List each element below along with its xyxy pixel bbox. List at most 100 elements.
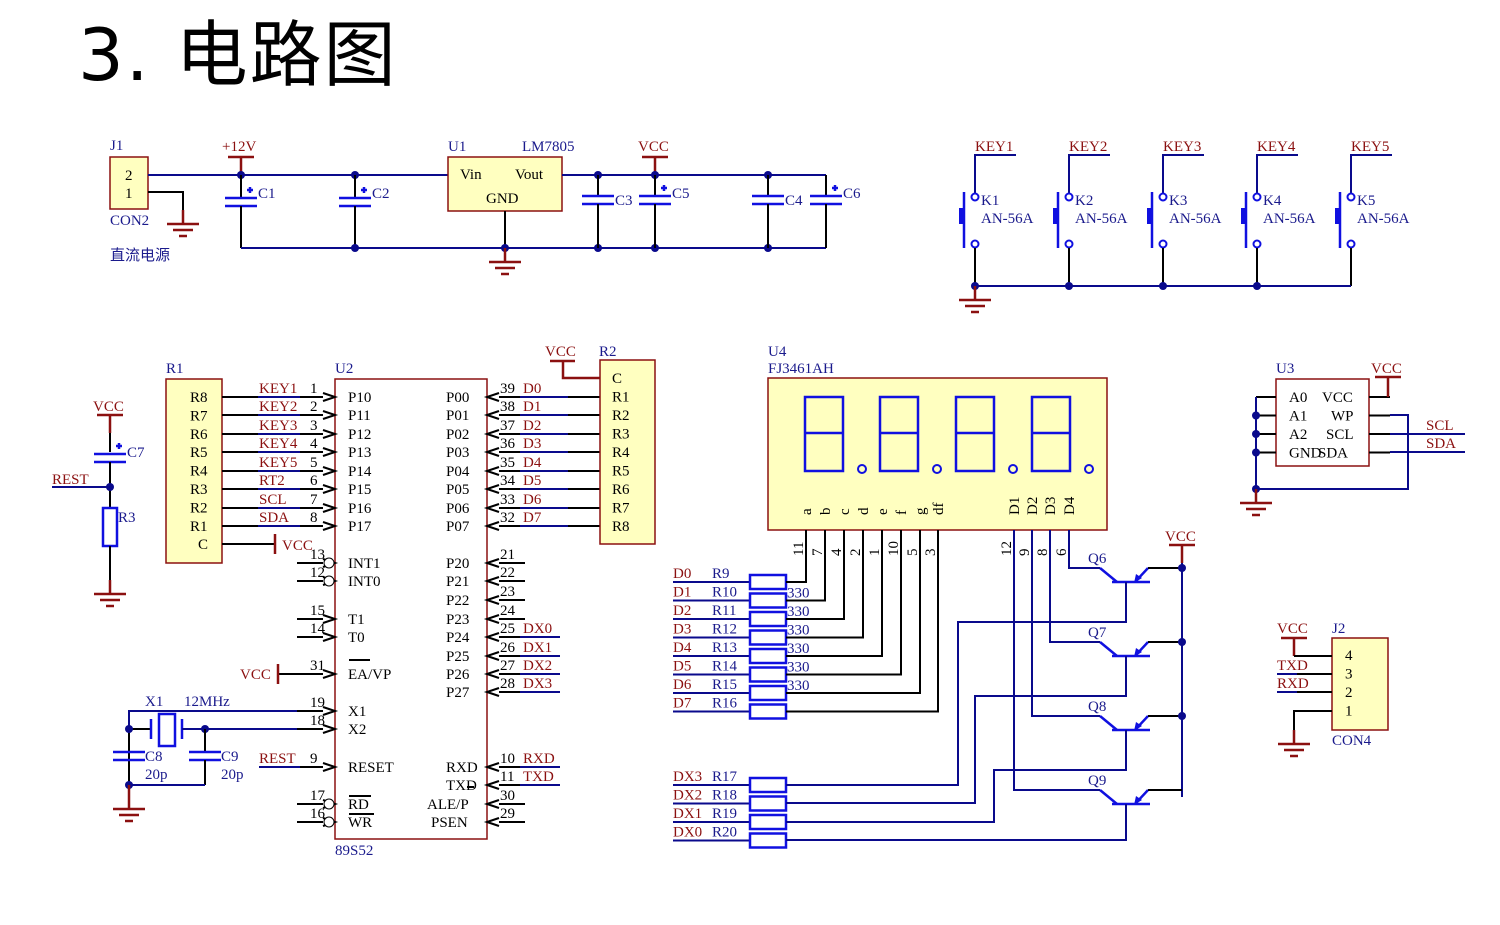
digit-pin-number: 9 — [1017, 549, 1033, 557]
switch-contact — [1252, 192, 1262, 202]
pin-arrow — [322, 429, 339, 439]
rail-12v-label: +12V — [222, 139, 256, 155]
pin-number: 25 — [500, 621, 515, 637]
pin-number: 11 — [500, 769, 514, 785]
resistor-icon — [748, 795, 788, 812]
ground-icon — [957, 284, 993, 314]
wire — [128, 710, 297, 729]
pin-number: 30 — [500, 788, 515, 804]
net-label: D5 — [523, 473, 541, 489]
pin-name: P23 — [446, 612, 469, 628]
wire — [1293, 710, 1332, 730]
r2-pin-R1: R1 — [612, 390, 630, 406]
pin-name: P12 — [348, 427, 371, 443]
j1-gnd-wire — [148, 191, 184, 210]
resistor-icon — [748, 832, 788, 849]
key-wire — [1350, 154, 1392, 193]
pin-number: 36 — [500, 436, 516, 452]
pin-name: P21 — [446, 574, 469, 590]
u3-pin-VCC: VCC — [1322, 390, 1353, 406]
pin-arrow — [483, 687, 500, 697]
pin-arrow — [483, 632, 500, 642]
net-label: D4 — [673, 640, 692, 656]
segment-wire — [786, 530, 845, 620]
net-label: D3 — [523, 436, 541, 452]
pin-number: 26 — [500, 640, 516, 656]
cap-C3-label: C3 — [615, 193, 633, 209]
pin-arrow — [483, 762, 500, 772]
net-label: DX2 — [523, 658, 552, 674]
r3-resistor-icon — [101, 506, 119, 548]
pin-name: P25 — [446, 649, 469, 665]
resistor-icon — [748, 647, 788, 665]
net-label: D6 — [523, 492, 542, 508]
net-label: D0 — [673, 566, 691, 582]
key-net-label: KEY4 — [1257, 139, 1296, 155]
pin-number: 37 — [500, 418, 516, 434]
segment-wire — [786, 530, 807, 583]
j2-pin-3: 3 — [1345, 667, 1353, 683]
pin-arrow — [483, 410, 500, 420]
junction-dot — [1178, 638, 1186, 646]
pin-name: INT1 — [348, 556, 381, 572]
pin-arrow — [322, 466, 339, 476]
pin-name: P07 — [446, 519, 470, 535]
u1-part: LM7805 — [522, 139, 575, 155]
collector-wire — [1049, 530, 1100, 643]
segment-label: b — [818, 508, 834, 516]
mcu-u2: U289S52P101KEY1P112KEY2P123KEY3P134KEY4P… — [222, 361, 600, 859]
decimal-point-icon — [1084, 464, 1094, 474]
collector-wire — [1031, 530, 1100, 717]
j1-pin-1: 1 — [125, 186, 133, 202]
capacitor-C9 — [189, 750, 221, 762]
crystal-icon — [157, 712, 177, 748]
inverted-pin-bubble — [323, 557, 335, 569]
pin-name: ALE/P — [427, 797, 469, 813]
u3-vcc-label: VCC — [1371, 361, 1402, 377]
pin-arrow — [483, 466, 500, 476]
resistor-icon — [748, 684, 788, 702]
resistor-value: 330 — [787, 660, 810, 676]
reset-vcc-label: VCC — [93, 399, 124, 415]
pin-number: 38 — [500, 399, 515, 415]
switch-contact — [1158, 239, 1168, 249]
j1-designator: J1 — [110, 138, 123, 154]
net-label: KEY1 — [259, 381, 297, 397]
key-part: AN-56A — [1169, 211, 1222, 227]
cap-C4-label: C4 — [785, 193, 803, 209]
base-wire — [786, 730, 1127, 823]
segment-pin-number: 11 — [791, 542, 807, 556]
u1-pin-gnd: GND — [486, 191, 519, 207]
r1-pin-R2: R2 — [190, 500, 208, 516]
pin-name: P10 — [348, 390, 371, 406]
digit-1 — [803, 395, 867, 474]
resistor-value: 330 — [787, 678, 810, 694]
key-designator: K4 — [1263, 193, 1282, 209]
emitter-arrow — [1134, 574, 1142, 583]
r1-designator: R1 — [166, 361, 184, 377]
net-label: D0 — [523, 381, 541, 397]
segment-label: g — [913, 507, 929, 515]
u4-body — [767, 377, 1108, 531]
cap-C1-label: C1 — [258, 186, 276, 202]
pin-arrow — [483, 447, 500, 457]
u2-designator: U2 — [335, 361, 353, 377]
pin-name: P06 — [446, 501, 470, 517]
pin-name: WR — [348, 815, 372, 831]
net-label: D5 — [673, 659, 691, 675]
net-label: DX0 — [673, 825, 702, 841]
r1-vcc-label: VCC — [282, 538, 313, 554]
